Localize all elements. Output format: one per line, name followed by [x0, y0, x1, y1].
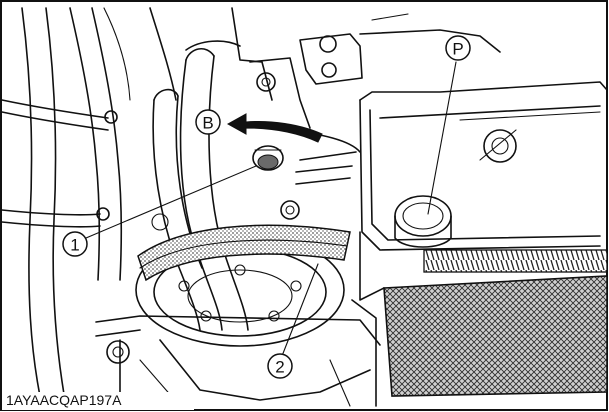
leader-lines [85, 61, 457, 357]
callout-b-label: B [202, 114, 213, 133]
callout-2-label: 2 [275, 358, 284, 377]
callout-1-label: 1 [70, 236, 79, 255]
callout-2: 2 [267, 353, 293, 379]
bolt-1 [252, 145, 284, 171]
left-hoses [1, 7, 131, 407]
filler-cap [394, 195, 452, 248]
image-code-backdrop [2, 392, 194, 410]
image-code: 1AYAACQAP197A [6, 392, 122, 408]
callout-p: P [445, 35, 471, 61]
direction-arrow [226, 113, 323, 143]
callout-p-label: P [452, 40, 463, 59]
callout-b: B [195, 109, 221, 135]
callout-1: 1 [62, 231, 88, 257]
engine-block [149, 7, 501, 185]
fan-belt [137, 224, 351, 282]
radiator-assembly [351, 81, 608, 407]
